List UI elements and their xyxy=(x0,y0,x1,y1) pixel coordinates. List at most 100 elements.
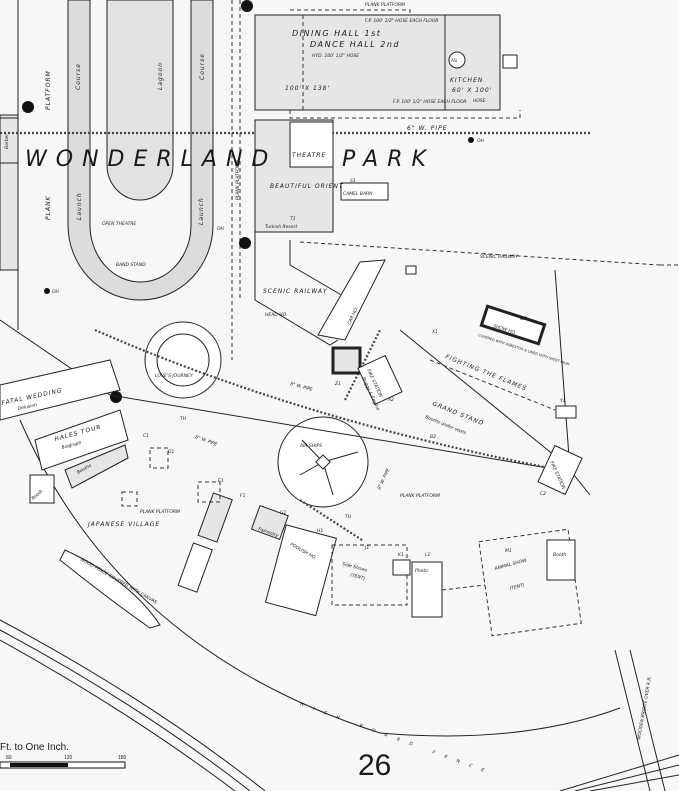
booths xyxy=(64,444,129,489)
show-house xyxy=(479,304,547,346)
camel-barn-label: CAMEL BARN xyxy=(343,191,373,197)
building-z1 xyxy=(331,346,362,375)
hydrant-icon xyxy=(22,101,34,113)
plank-platform-label: PLANK PLATFORM xyxy=(365,2,405,8)
hose-label: F.P. 100' 1/2" HOSE EACH FLOOR xyxy=(365,18,439,24)
section-label: X1 xyxy=(431,329,438,335)
pipe-label: 8" W. PIPE xyxy=(194,434,218,448)
barber-label: Barber xyxy=(4,133,10,149)
plank-label: PLANK xyxy=(45,195,52,220)
building-p1 xyxy=(177,542,213,593)
section-label: T1 xyxy=(290,216,296,222)
scale-tick: 180 xyxy=(118,755,127,761)
hydrant-icon xyxy=(468,137,474,143)
lagoon-label: Lagoon xyxy=(157,62,164,90)
section-label: G1 xyxy=(280,510,286,516)
hydrant-icon xyxy=(239,237,251,249)
section-label: A2 xyxy=(387,397,394,403)
open-theatre-label: OPEN THEATRE xyxy=(102,221,136,227)
as-label: AS xyxy=(451,58,457,64)
small-building xyxy=(405,265,417,275)
section-label: L1 xyxy=(425,552,431,558)
oh-label: OH xyxy=(217,226,225,232)
high-board-fence-label: HIGH BOARD FENCE xyxy=(299,701,494,777)
wooden-bridge xyxy=(614,649,666,791)
camel-barn xyxy=(340,182,389,201)
animal-show-tent xyxy=(478,528,582,637)
scenic-railway-track-label: SCENIC RAILWAY xyxy=(480,254,519,260)
scenic-railway-structure xyxy=(289,240,351,301)
oh-label: OH xyxy=(52,289,60,295)
oh-label: OH xyxy=(477,138,485,144)
high-board-fence xyxy=(19,419,621,737)
scale-bar-segment xyxy=(10,763,68,767)
platform-edge xyxy=(290,9,411,15)
photo-building xyxy=(411,561,443,618)
turkish-resort-label: Turkish Resort xyxy=(265,224,297,230)
hydrant-icon xyxy=(241,0,253,12)
head-house-label: HEAD HO. xyxy=(265,312,287,318)
section-label: B2 xyxy=(430,434,436,440)
fighting-flames-label: FIGHTING THE FLAMES xyxy=(444,353,528,392)
section-label: Z1 xyxy=(334,381,341,387)
biograph-label: Biograph xyxy=(61,440,82,451)
building-k1 xyxy=(392,559,411,576)
wood-fence xyxy=(59,549,161,629)
wonderland-label: WONDERLAND xyxy=(25,147,277,172)
scenic-railway-structure xyxy=(254,232,339,346)
section-label: E1 xyxy=(218,478,224,484)
section-label: F1 xyxy=(240,493,246,499)
section-label: D1 xyxy=(168,449,174,455)
plank-platform-label: PLANK PLATFORM xyxy=(140,509,180,515)
railroad-tracks xyxy=(0,619,266,791)
side-shows-label: Side Shows xyxy=(341,561,368,574)
foolish-house xyxy=(264,524,338,617)
band-stand-label: BAND STAND xyxy=(116,262,146,268)
hales-tour xyxy=(34,409,129,471)
fire-station-2 xyxy=(537,444,583,496)
hose-label: HOSE xyxy=(473,98,486,104)
section-label: Y1 xyxy=(560,398,566,404)
section-label: S1 xyxy=(350,178,356,184)
fire-station-1 xyxy=(357,354,403,406)
section-label: M1 xyxy=(505,548,512,554)
booth-outline xyxy=(197,481,221,503)
dining-hall-label: DINING HALL 1st xyxy=(292,29,381,38)
course-label: Course xyxy=(199,53,206,80)
building-y1 xyxy=(555,405,577,419)
scenic-railway-label: SCENIC RAILWAY xyxy=(263,288,328,295)
photo-label: Photo. xyxy=(415,568,429,574)
plank-platform-label: PLANK PLATFORM xyxy=(235,160,241,200)
section-label: TH xyxy=(345,514,352,520)
dance-hall-label: DANCE HALL 2nd xyxy=(310,40,400,49)
water-pipe xyxy=(299,329,381,541)
car-house xyxy=(317,259,386,341)
theatre-building xyxy=(289,121,334,168)
animal-show-label: ANIMAL SHOW xyxy=(493,557,528,572)
railroad-tracks xyxy=(559,754,679,791)
booth-building xyxy=(546,539,576,581)
fence-line xyxy=(441,584,486,591)
scale-tick: 60 xyxy=(6,755,12,761)
kitchen-dims-label: 60' X 100' xyxy=(452,87,492,94)
hose-label: F.P. 100' 1/2" HOSE EACH FLOOR xyxy=(393,99,467,105)
loves-journey-inner xyxy=(156,333,210,387)
section-label: H1 xyxy=(317,528,323,534)
fatal-wedding xyxy=(0,359,121,421)
section-label: TH xyxy=(180,416,187,422)
booth-outline xyxy=(121,491,138,507)
air-ships-label: AIR SHIPS xyxy=(299,443,322,449)
palmistry xyxy=(250,504,289,540)
scenic-railway-track xyxy=(299,241,661,266)
section-label: J1 xyxy=(364,545,369,551)
section-label: W1 xyxy=(520,316,527,322)
japanese-village-label: JAPANESE VILLAGE xyxy=(87,521,160,528)
delusion-label: Delusion xyxy=(17,402,38,412)
section-label: C2 xyxy=(540,491,546,497)
midway-north-edge xyxy=(0,319,561,471)
launch-label: Launch xyxy=(76,192,83,220)
course-label: Course xyxy=(75,63,82,90)
park-label: PARK xyxy=(342,147,435,172)
hose-label: HYD. 100' 1/2" HOSE xyxy=(312,53,359,59)
